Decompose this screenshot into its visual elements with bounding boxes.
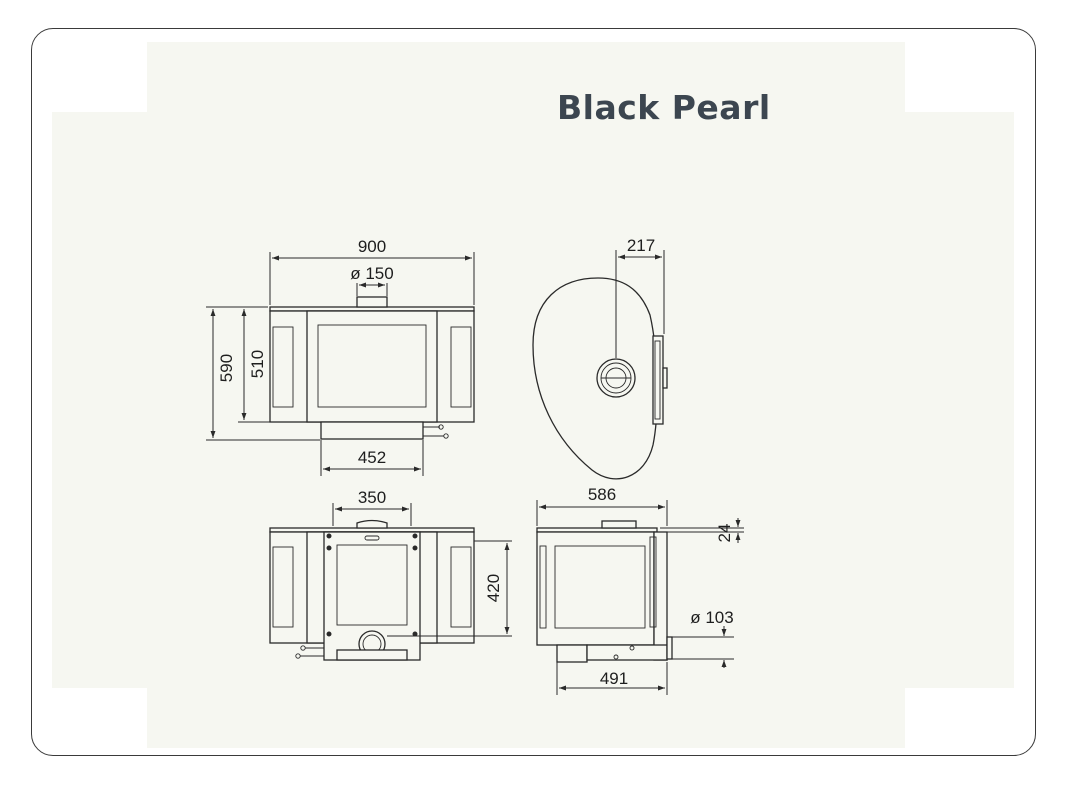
side-body (536, 531, 655, 646)
front-flue (356, 296, 388, 308)
top-oval-body (532, 277, 658, 480)
dim-total-height: 590 (217, 354, 236, 382)
rear-view: 350 420 (269, 488, 512, 661)
dim-rear-flue-diameter: ø 103 (690, 608, 733, 627)
dim-rear-flue-height: 420 (484, 574, 503, 602)
front-view: 900 ø 150 590 510 452 (206, 237, 475, 476)
dim-rear-flue-width: 350 (358, 488, 386, 507)
front-door (306, 310, 438, 423)
dim-side-depth: 586 (588, 485, 616, 504)
dim-base-depth: 491 (600, 669, 628, 688)
dim-flue-diameter: ø 150 (350, 264, 393, 283)
rear-flue-top (356, 519, 388, 529)
top-view: 217 (532, 236, 668, 480)
front-left-panel (272, 326, 294, 408)
top-door-edge (652, 335, 664, 425)
side-glass (554, 545, 646, 629)
front-base (320, 421, 424, 440)
front-glass (317, 324, 427, 408)
dim-top-offset: 217 (627, 236, 655, 255)
dim-body-height: 510 (248, 350, 267, 378)
dim-base-width: 452 (358, 448, 386, 467)
dim-top-plate: 24 (715, 524, 734, 543)
page-title: Black Pearl (557, 88, 771, 127)
front-right-panel (450, 326, 472, 408)
side-flue (601, 520, 637, 529)
dim-front-width: 900 (358, 237, 386, 256)
side-view: 586 24 ø 103 491 (536, 485, 744, 695)
